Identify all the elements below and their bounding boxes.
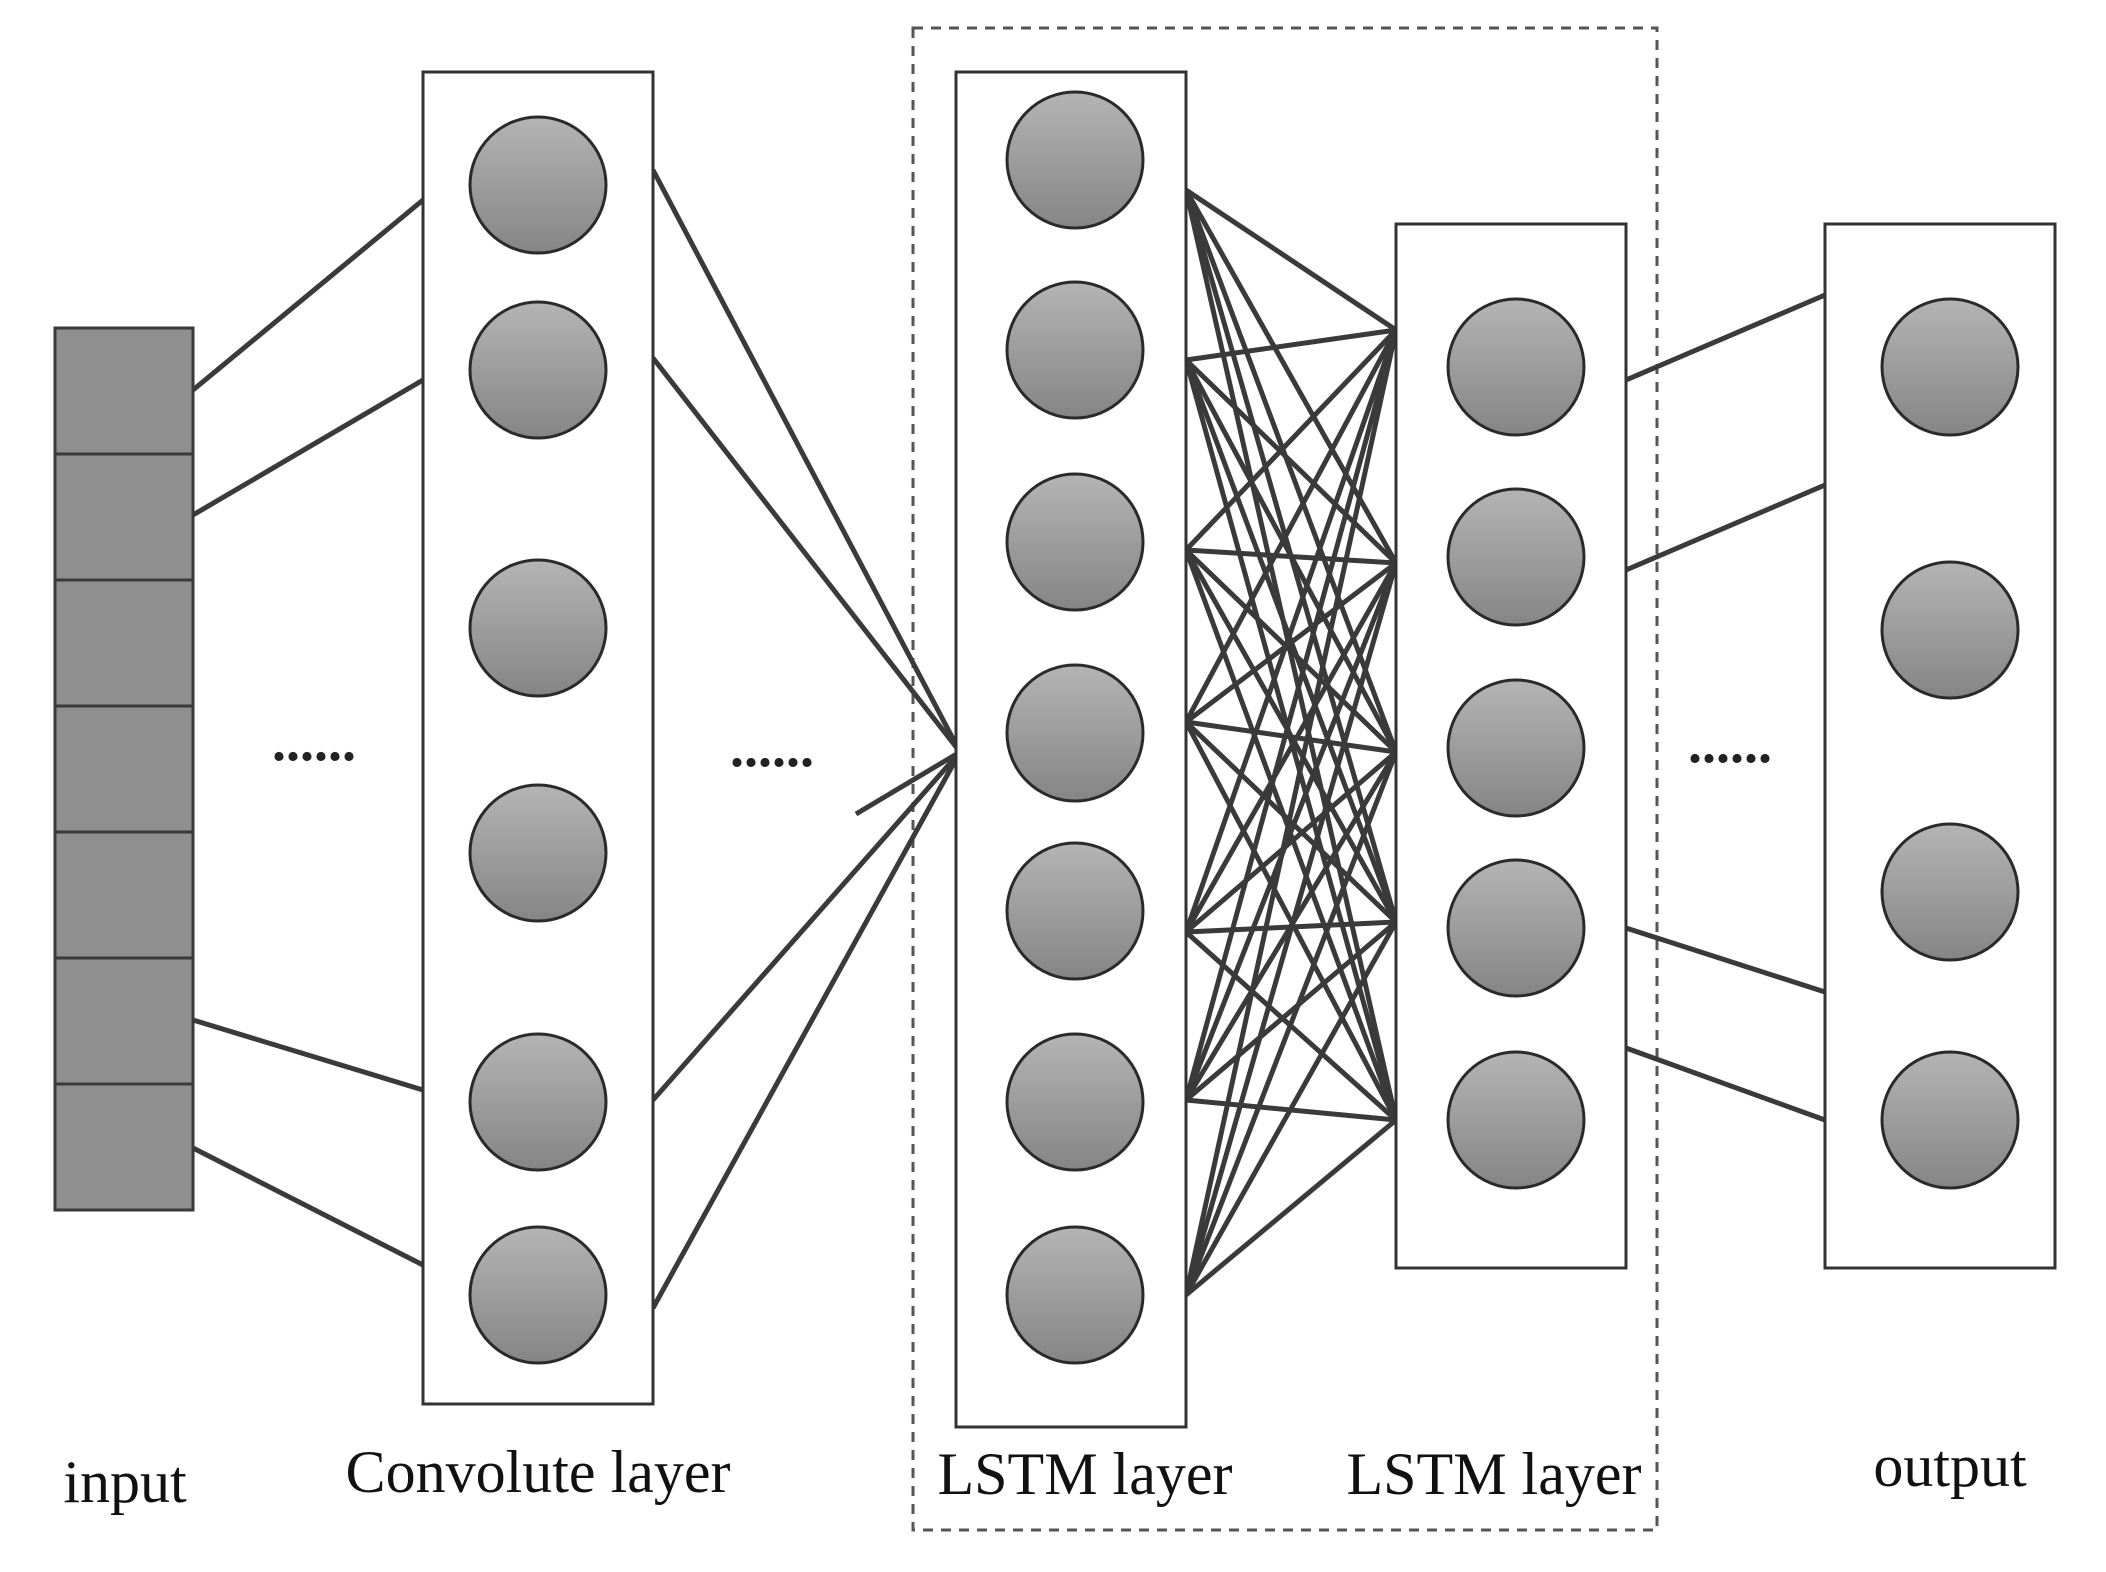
connection-line-44 [1184, 1118, 1398, 1297]
connection-line-22 [1184, 548, 1398, 754]
connection-line-1 [191, 198, 425, 392]
label-convolute-layer: Convolute layer [346, 1439, 731, 1505]
input-cell-5 [53, 830, 195, 960]
connection-line-2 [191, 377, 425, 518]
connections [191, 168, 1826, 1310]
connection-line-43 [1183, 920, 1399, 1297]
connection-line-36 [1183, 562, 1399, 1101]
connection-line-15 [1185, 327, 1397, 363]
nodes [468, 90, 2020, 1365]
input-cell-1 [53, 326, 195, 456]
lstm1-node-1 [1005, 90, 1145, 230]
ellipsis-input-conv: ...... [272, 711, 356, 773]
output-node-3 [1880, 822, 2020, 962]
connection-line-6 [651, 356, 962, 754]
conv-node-2 [468, 300, 608, 440]
convolute-layer-box [421, 70, 655, 1406]
label-input: input [63, 1449, 187, 1515]
label-lstm-layer-2: LSTM layer [1347, 1441, 1642, 1507]
connection-line-27 [1185, 719, 1397, 755]
lstm2-node-4 [1446, 858, 1586, 998]
input-vector [53, 326, 195, 1212]
output-node-4 [1880, 1050, 2020, 1190]
connection-line-38 [1184, 920, 1398, 1102]
lstm-group-border [911, 26, 1659, 1532]
conv-node-3 [468, 558, 608, 698]
connection-line-40 [1183, 329, 1399, 1296]
input-cell-4 [53, 704, 195, 834]
lstm1-node-5 [1005, 841, 1145, 981]
lstm2-node-5 [1446, 1050, 1586, 1190]
input-cell-7 [53, 1082, 195, 1212]
connection-line-31 [1183, 561, 1399, 934]
connection-line-4 [191, 1145, 425, 1268]
conv-node-5 [468, 1032, 608, 1172]
label-output: output [1873, 1433, 2027, 1499]
connection-line-20 [1184, 328, 1398, 552]
connection-line-3 [192, 1017, 424, 1093]
output-node-2 [1880, 560, 2020, 700]
connection-line-25 [1183, 328, 1399, 724]
ellipsis-lstm-output: ...... [1688, 713, 1772, 775]
connection-line-45 [1625, 292, 1826, 383]
connection-line-14 [1183, 189, 1399, 1121]
connection-line-41 [1183, 562, 1399, 1296]
connection-line-21 [1185, 547, 1397, 566]
input-cell-6 [53, 956, 195, 1086]
label-lstm-layer-1: LSTM layer [938, 1441, 1233, 1507]
connection-line-47 [1625, 925, 1826, 995]
connection-line-10 [1184, 187, 1398, 333]
lstm2-node-1 [1446, 297, 1586, 437]
lstm1-node-3 [1005, 472, 1145, 612]
lstm1-node-6 [1005, 1032, 1145, 1172]
lstm1-node-7 [1005, 1225, 1145, 1365]
lstm1-node-2 [1005, 280, 1145, 420]
connection-line-16 [1184, 358, 1398, 565]
connection-line-26 [1184, 561, 1398, 724]
connection-line-7 [651, 750, 962, 1102]
output-node-1 [1880, 297, 2020, 437]
conv-node-6 [468, 1225, 608, 1365]
ellipsis-conv-lstm: ...... [730, 717, 814, 779]
connection-line-32 [1184, 750, 1398, 934]
conv-node-1 [468, 115, 608, 255]
connection-line-30 [1183, 329, 1399, 933]
connection-line-9 [854, 749, 962, 817]
conv-node-4 [468, 783, 608, 923]
connection-line-35 [1183, 329, 1399, 1101]
lstm1-node-4 [1005, 663, 1145, 803]
input-cell-3 [53, 578, 195, 708]
input-cell-2 [53, 452, 195, 582]
lstm2-node-2 [1446, 487, 1586, 627]
connection-line-46 [1625, 482, 1826, 573]
connection-line-5 [650, 168, 963, 754]
connection-line-8 [650, 750, 963, 1310]
connection-line-11 [1183, 188, 1399, 565]
connection-line-42 [1183, 751, 1399, 1296]
connection-line-48 [1625, 1045, 1826, 1123]
lstm2-node-3 [1446, 678, 1586, 818]
